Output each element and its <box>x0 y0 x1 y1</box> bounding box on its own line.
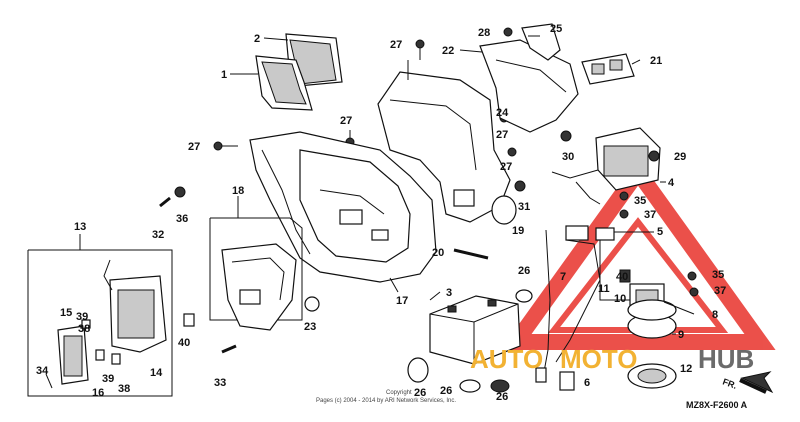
label-38b: 38 <box>118 383 130 395</box>
label-5: 5 <box>657 226 663 238</box>
part-3-battery <box>429 295 521 365</box>
label-4: 4 <box>668 177 675 189</box>
label-20: 20 <box>432 247 444 259</box>
small-fasteners <box>174 27 699 297</box>
label-31: 31 <box>518 201 530 213</box>
label-16: 16 <box>92 387 104 399</box>
part-40-clips <box>183 269 631 327</box>
label-8: 8 <box>712 309 718 321</box>
label-39b: 39 <box>102 373 114 385</box>
copyright-sub: Pages (c) 2004 - 2014 by ARI Network Ser… <box>316 398 456 404</box>
label-9: 9 <box>678 329 684 341</box>
label-40b: 40 <box>616 271 628 283</box>
part-17-battery-box <box>249 131 437 293</box>
label-32: 32 <box>152 229 164 241</box>
part-32-bolt <box>159 196 171 208</box>
front-arrow <box>739 371 774 394</box>
diagram-code: MZ8X-F2600 A <box>686 400 748 410</box>
part-21-connector <box>581 53 635 85</box>
label-15: 15 <box>60 307 72 319</box>
label-30: 30 <box>562 151 574 163</box>
label-21: 21 <box>650 55 662 67</box>
label-27c: 27 <box>340 115 352 127</box>
label-1: 1 <box>221 69 227 81</box>
label-27e: 27 <box>500 161 512 173</box>
label-3: 3 <box>446 287 452 299</box>
label-14: 14 <box>150 367 163 379</box>
label-26d: 26 <box>496 391 508 403</box>
part-1-2-covers <box>230 33 343 111</box>
label-11: 11 <box>598 283 610 295</box>
label-28: 28 <box>478 27 490 39</box>
part-33-bolt <box>221 344 237 354</box>
label-17: 17 <box>396 295 408 307</box>
label-34: 34 <box>36 365 49 377</box>
watermark-moto: MOTO <box>560 344 638 374</box>
part-20-rod <box>453 248 489 260</box>
part-4-regulator <box>551 127 661 205</box>
label-13: 13 <box>74 221 86 233</box>
label-26a: 26 <box>518 265 530 277</box>
label-7: 7 <box>560 271 566 283</box>
label-6: 6 <box>584 377 590 389</box>
watermark-hub: HUB <box>698 344 754 374</box>
label-37b: 37 <box>714 285 726 297</box>
copyright-text: Copyright <box>386 390 412 396</box>
label-12: 12 <box>680 363 692 375</box>
label-29: 29 <box>674 151 686 163</box>
part-23-grommet <box>304 296 320 312</box>
label-23: 23 <box>304 321 316 333</box>
label-19: 19 <box>512 225 524 237</box>
part-26-cushions <box>407 289 533 393</box>
label-10: 10 <box>614 293 626 305</box>
front-label: FR. <box>721 376 738 390</box>
watermark-text: AUTO MOTO HUB <box>470 344 754 374</box>
label-25: 25 <box>550 23 562 35</box>
label-39a: 39 <box>76 311 88 323</box>
leader-lines <box>79 35 695 335</box>
label-26b: 26 <box>414 387 426 399</box>
part-19-31-clip <box>491 180 526 225</box>
label-27d: 27 <box>496 129 508 141</box>
label-33: 33 <box>214 377 226 389</box>
label-2: 2 <box>254 33 260 45</box>
watermark-auto: AUTO <box>470 344 543 374</box>
label-27b: 27 <box>188 141 200 153</box>
label-27a: 27 <box>390 39 402 51</box>
label-22: 22 <box>442 45 454 57</box>
label-37a: 37 <box>644 209 656 221</box>
label-36: 36 <box>176 213 188 225</box>
label-35b: 35 <box>712 269 724 281</box>
label-24: 24 <box>496 107 509 119</box>
part-labels: 1 2 3 4 5 6 7 8 9 10 11 12 13 14 15 16 1… <box>36 23 726 403</box>
part-13-fuse-box <box>27 249 173 397</box>
label-35a: 35 <box>634 195 646 207</box>
starter-relay-group <box>599 240 677 389</box>
label-38a: 38 <box>78 323 90 335</box>
label-18: 18 <box>232 185 244 197</box>
label-40a: 40 <box>178 337 190 349</box>
part-22-bracket <box>479 23 579 133</box>
label-26c: 26 <box>440 385 452 397</box>
part-18-tray <box>209 217 303 331</box>
